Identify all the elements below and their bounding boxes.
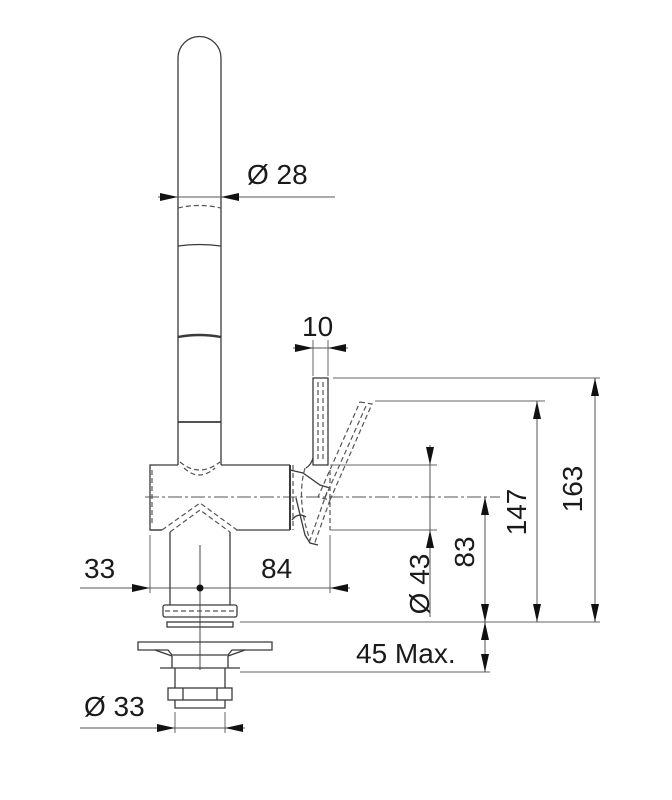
label-shank-diameter: Ø 33 [84, 691, 145, 722]
label-base-left: 33 [84, 553, 116, 584]
label-base-right: 84 [261, 553, 293, 584]
dim-base-offsets [80, 535, 350, 593]
mounting-shank [137, 532, 273, 709]
dim-lever-width [293, 340, 348, 376]
label-body-diameter: Ø 43 [404, 553, 435, 615]
faucet-body [145, 461, 500, 533]
label-lever-height: 147 [501, 488, 532, 536]
spout-tube [177, 35, 222, 465]
label-deck-thickness: 45 Max. [356, 638, 456, 669]
label-outlet-height: 83 [449, 536, 480, 568]
label-total-height: 163 [557, 465, 588, 513]
dim-spout-diameter [158, 193, 335, 201]
dim-shank-diameter [80, 712, 245, 733]
lever-pin [305, 377, 329, 469]
handle-cartridge [289, 465, 331, 546]
label-lever-width: 10 [302, 311, 334, 342]
label-spout-diameter: Ø 28 [247, 159, 308, 190]
dim-heights [240, 377, 600, 673]
